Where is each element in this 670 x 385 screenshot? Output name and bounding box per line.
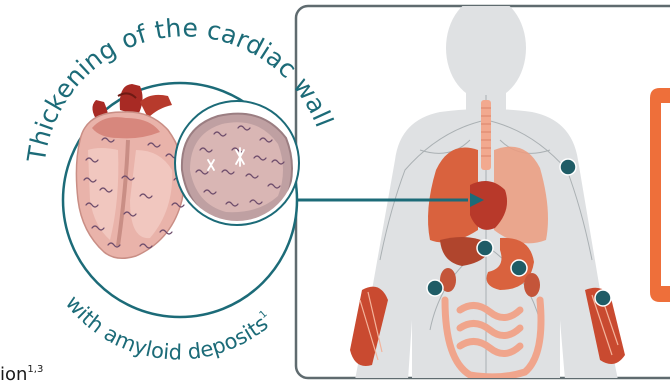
footnote-ref: 1,3 (27, 364, 43, 375)
marker-liver-dot (477, 240, 493, 256)
marker-nerve-dot (560, 159, 576, 175)
kidney-right (524, 273, 540, 297)
footnote-text: ion (0, 364, 27, 385)
marker-kidney-dot (427, 280, 443, 296)
body-panel (296, 0, 670, 380)
marker-stomach-dot (511, 260, 527, 276)
footnote-fragment: ion1,3 (0, 364, 43, 385)
trachea (481, 100, 491, 170)
orange-accent-inner (661, 103, 670, 286)
marker-arm-dot (595, 290, 611, 306)
cross-section-inset (175, 101, 299, 225)
heart-circle: Thickening of the cardiac wall with amyl… (22, 13, 339, 364)
